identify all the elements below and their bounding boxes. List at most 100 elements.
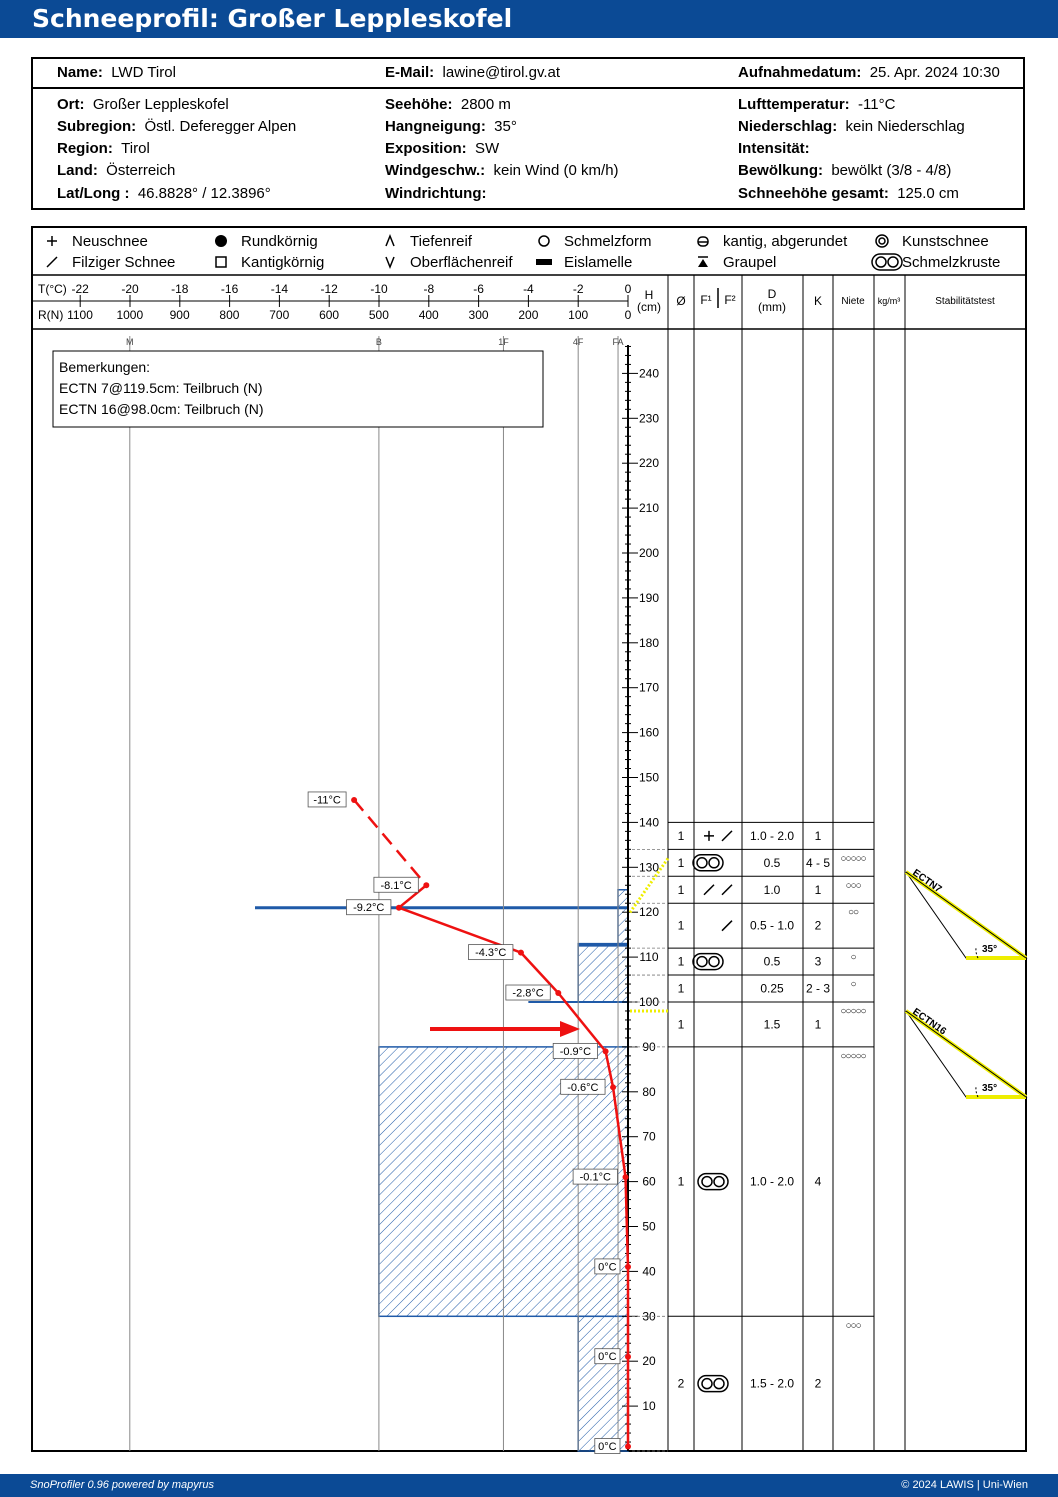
temperature-segment	[611, 1087, 627, 1178]
temperature-point	[351, 796, 358, 803]
info-subregion: Subregion: Östl. Deferegger Alpen	[57, 118, 297, 135]
layer-hardness: 2	[678, 1377, 685, 1391]
col-d: D	[768, 287, 777, 301]
t-tick-label: -14	[271, 282, 289, 296]
temperature-label: -0.1°C	[580, 1172, 611, 1184]
info-email: E-Mail: lawine@tirol.gv.at	[385, 64, 561, 81]
col-d-unit: (mm)	[758, 300, 786, 314]
temperature-label: -8.1°C	[380, 880, 411, 892]
layer-niete: ○○○○○	[840, 853, 866, 864]
legend-label: Filziger Schnee	[72, 254, 175, 271]
layer-niete: ○○○	[845, 880, 861, 891]
temperature-label-box	[468, 944, 514, 961]
legend-label: Eislamelle	[564, 254, 632, 271]
layer-niete: ○	[850, 979, 856, 990]
stability-angle-arc	[975, 1086, 979, 1098]
temperature-label-box	[560, 1078, 606, 1095]
info-region: Region: Tirol	[57, 140, 150, 157]
page-title: Schneeprofil: Großer Leppleskofel	[32, 4, 513, 33]
temperature-segment	[353, 799, 428, 887]
temperature-label-box	[552, 1042, 598, 1059]
layer-size: 1.5 - 2.0	[750, 1377, 794, 1391]
col-density: kg/m³	[878, 296, 901, 306]
col-f2: F²	[724, 293, 735, 307]
height-tick-label: 200	[639, 546, 659, 560]
temperature-point	[625, 1263, 631, 1270]
layer-size: 0.5 - 1.0	[750, 919, 794, 933]
stability-test-slope-edge	[905, 871, 1027, 959]
remarks-line: ECTN 7@119.5cm: Teilbruch (N)	[59, 380, 263, 396]
layer-k: 3	[815, 955, 822, 969]
stability-test-label: ECTN7	[910, 867, 944, 895]
height-tick-label: 120	[639, 905, 659, 919]
r-tick-label: 600	[319, 308, 339, 322]
temperature-point	[517, 949, 524, 956]
legend-caret-down-icon	[385, 256, 395, 270]
info-lufttemperatur: Lufttemperatur: -11°C	[738, 96, 896, 113]
hardness-top-edge	[578, 943, 628, 947]
layer-size: 0.25	[760, 982, 784, 996]
layer-k: 4	[815, 1175, 822, 1189]
chart-frame	[31, 226, 1027, 1452]
legend-label: Neuschnee	[72, 233, 148, 250]
r-tick-label: 0	[625, 308, 632, 322]
layer-niete: ○○○○○	[840, 1006, 866, 1017]
r-axis-label: R(N)	[38, 308, 63, 322]
info-niederschlag: Niederschlag: kein Niederschlag	[738, 118, 965, 135]
legend-filled-circle-icon	[215, 235, 227, 247]
t-tick-label: -20	[121, 282, 139, 296]
height-tick-label: 60	[642, 1175, 656, 1189]
layer-size: 1.5	[764, 1017, 781, 1031]
layer-hardness: 1	[678, 829, 685, 843]
layer-k: 1	[815, 829, 822, 843]
temperature-label: -11°C	[313, 794, 340, 806]
layer-size: 1.0 - 2.0	[750, 829, 794, 843]
col-diam: Ø	[676, 294, 685, 308]
temperature-label-box	[346, 899, 392, 916]
temperature-segment	[520, 951, 560, 994]
legend-label: Schmelzform	[564, 233, 652, 250]
temperature-point	[610, 1084, 617, 1091]
height-tick-label: 170	[639, 681, 659, 695]
legend-label: Graupel	[723, 254, 776, 271]
height-tick-label: 70	[642, 1130, 656, 1144]
temperature-label-box	[505, 984, 551, 1001]
hardness-mark-4F: 4F	[573, 337, 584, 347]
hardness-mark-FA: FA	[613, 337, 624, 347]
hardness-mark-M: M	[126, 337, 134, 347]
info-bewoelkung: Bewölkung: bewölkt (3/8 - 4/8)	[738, 162, 952, 179]
legend-caret-up-icon	[385, 233, 395, 247]
stability-angle-label: 35°	[982, 944, 997, 955]
legend-open-circle-icon	[538, 235, 550, 247]
temperature-point	[395, 904, 402, 911]
height-tick-label: 80	[642, 1085, 656, 1099]
height-tick-label: 220	[639, 456, 659, 470]
layer-size: 0.5	[764, 856, 781, 870]
hardness-block	[577, 1315, 629, 1452]
t-tick-label: 0	[625, 282, 632, 296]
temperature-label-box	[373, 876, 419, 893]
info-windrichtung: Windrichtung:	[385, 185, 487, 202]
legend-black-bar-icon	[536, 259, 552, 265]
layer-size: 0.5	[764, 955, 781, 969]
stability-test-slope-edge	[905, 1010, 1027, 1098]
t-tick-label: -18	[171, 282, 189, 296]
temperature-segment	[398, 884, 428, 909]
height-tick-label: 230	[639, 411, 659, 425]
footer-software: SnoProfiler 0.96 powered by mapyrus	[30, 1479, 215, 1491]
legend-label: Tiefenreif	[410, 233, 473, 250]
stability-angle-arc	[975, 947, 979, 959]
stability-angle-label: 35°	[982, 1083, 997, 1094]
layer-niete: ○○○	[845, 1320, 861, 1331]
t-tick-label: -6	[473, 282, 484, 296]
r-tick-label: 700	[269, 308, 289, 322]
temperature-label: -2.8°C	[512, 988, 543, 1000]
h-axis-label: H	[645, 288, 654, 302]
height-tick-label: 50	[642, 1220, 656, 1234]
r-tick-label: 100	[568, 308, 588, 322]
legend-label: Kunstschnee	[902, 233, 989, 250]
legend-rounded-square-icon	[697, 236, 709, 247]
legend-label: Oberflächenreif	[410, 254, 513, 271]
temperature-point	[625, 1353, 631, 1360]
info-name: Name: LWD Tirol	[57, 64, 176, 81]
